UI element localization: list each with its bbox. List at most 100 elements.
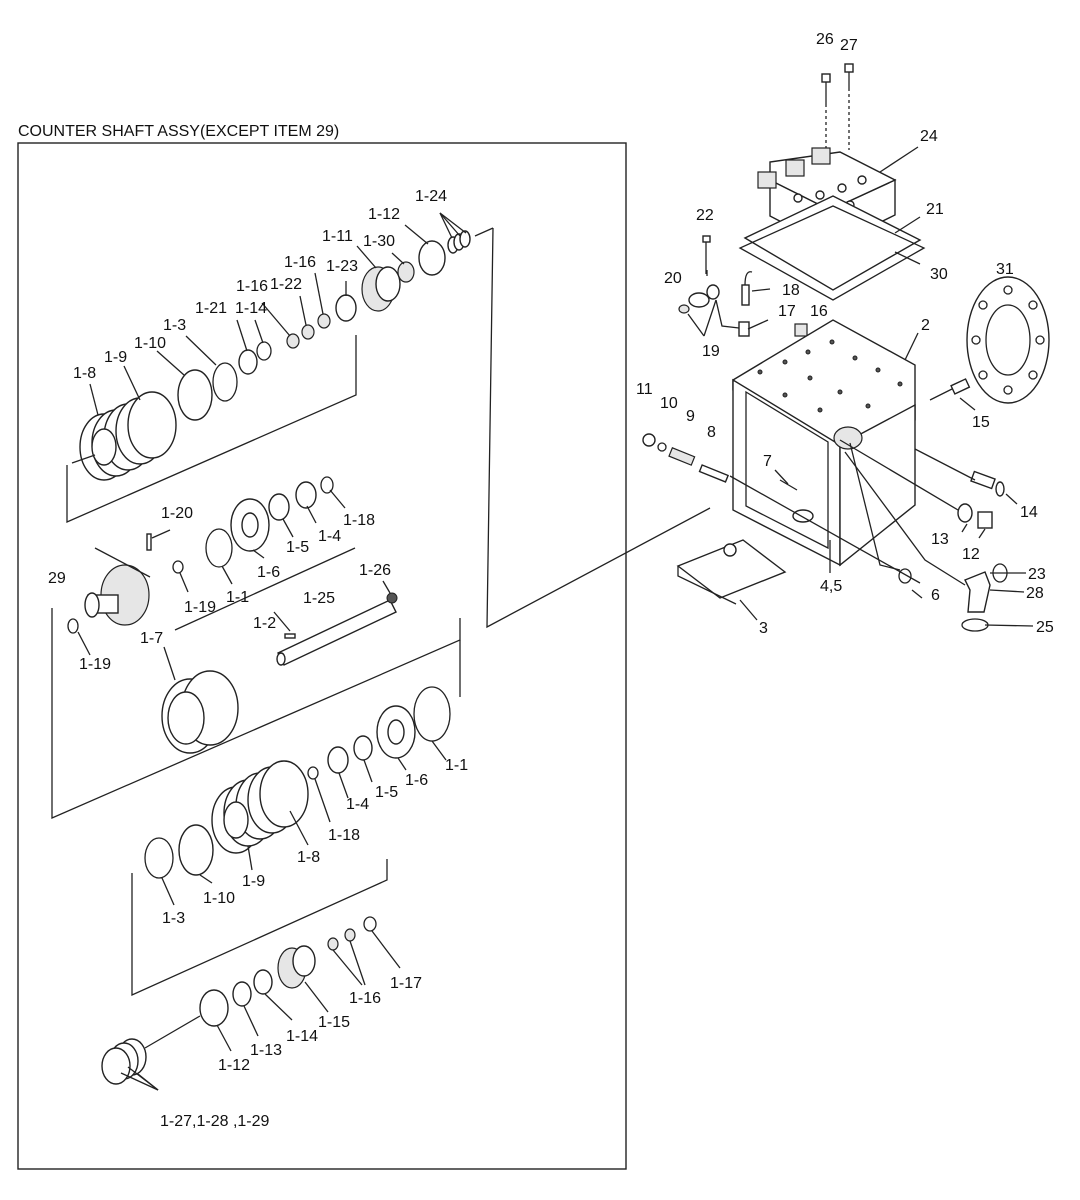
bolt-26	[821, 73, 831, 104]
elbow-28	[964, 571, 991, 613]
callout-1-7: 1-7	[140, 630, 163, 647]
bearing-1-22	[301, 324, 315, 340]
gear-1-11	[361, 266, 401, 312]
callout-1-24: 1-24	[415, 188, 447, 205]
callout-16: 16	[810, 303, 828, 320]
callout-1-20: 1-20	[161, 505, 193, 522]
pin-1-2	[284, 633, 296, 639]
callout-13: 13	[931, 531, 949, 548]
callout-1-6-a: 1-6	[257, 564, 280, 581]
callout-1-1-a: 1-1	[226, 589, 249, 606]
callout-15: 15	[972, 414, 990, 431]
callout-1-21: 1-21	[195, 300, 227, 317]
callout-21: 21	[926, 201, 944, 218]
washer-1-4-upper	[295, 481, 317, 509]
callout-1-9-a: 1-9	[104, 349, 127, 366]
counter-shaft-parts	[67, 230, 471, 1085]
shims-1-27-28-29	[101, 1038, 147, 1085]
part-1-30	[397, 261, 415, 283]
callout-1-8-a: 1-8	[73, 365, 96, 382]
callout-1-14-a: 1-14	[235, 300, 267, 317]
callout-27: 27	[840, 37, 858, 54]
fitting-19	[678, 304, 690, 314]
callout-20: 20	[664, 270, 682, 287]
callout-1-6-b: 1-6	[405, 772, 428, 789]
callout-4-5: 4,5	[820, 578, 842, 595]
ring-1-19-b	[67, 618, 79, 634]
ball-11	[642, 433, 656, 447]
callout-1-17: 1-17	[390, 975, 422, 992]
callout-1-8-b: 1-8	[297, 849, 320, 866]
transmission-case-2	[732, 319, 916, 567]
drum-1-7	[161, 670, 239, 754]
ring-1-18-upper	[320, 476, 334, 494]
callout-1-16-c: 1-16	[349, 990, 381, 1007]
gear-29	[84, 564, 150, 626]
callout-25: 25	[1036, 619, 1054, 636]
callout-1-19-a: 1-19	[184, 599, 216, 616]
strainer-3	[676, 539, 787, 605]
callout-31: 31	[996, 261, 1014, 278]
callout-1-15: 1-15	[318, 1014, 350, 1031]
bearing-1-12-upper	[418, 240, 446, 276]
callout-1-16-b: 1-16	[236, 278, 268, 295]
callout-1-12-a: 1-12	[368, 206, 400, 223]
ring-1-14-lower	[253, 969, 273, 995]
clutch-pack-lower	[211, 760, 309, 854]
callout-14: 14	[1020, 504, 1038, 521]
callout-6: 6	[931, 587, 940, 604]
counter-shaft-assy-title: COUNTER SHAFT ASSY(EXCEPT ITEM 29)	[18, 123, 339, 140]
race-1-5-lower	[353, 735, 373, 761]
ring-1-1-lower	[413, 686, 451, 742]
sleeve-20	[688, 284, 720, 308]
callout-1-18-b: 1-18	[328, 827, 360, 844]
bolt-22	[702, 235, 711, 274]
ring-1-18-lower	[307, 766, 319, 780]
bearing-1-16-lower-b	[344, 928, 356, 942]
bearing-1-16	[286, 333, 300, 349]
pin-7	[779, 479, 798, 491]
ring-1-1-upper	[205, 528, 233, 568]
callout-labels: 26 27 24 22 21 30 31 20 18 17 16 2 19 11…	[48, 31, 1054, 1130]
bearing-1-16b	[317, 313, 331, 329]
callout-1-4-a: 1-4	[318, 528, 341, 545]
callout-19: 19	[702, 343, 720, 360]
callout-1-27-28-29: 1-27,1-28 ,1-29	[160, 1113, 270, 1130]
callout-9: 9	[686, 408, 695, 425]
pin-15	[950, 378, 971, 395]
sleeve-13	[957, 503, 973, 523]
callout-2: 2	[921, 317, 930, 334]
callout-3: 3	[759, 620, 768, 637]
callout-11: 11	[636, 381, 653, 398]
case-leader-lines	[687, 146, 1034, 627]
clutch-pack-upper	[79, 391, 177, 481]
callout-1-30: 1-30	[363, 233, 395, 250]
callout-29: 29	[48, 570, 66, 587]
plug-1-26	[386, 592, 398, 604]
gasket-31	[966, 276, 1050, 404]
bolt-27	[844, 63, 854, 88]
pin-1-20	[146, 533, 152, 551]
ring-10	[657, 442, 667, 452]
gear-1-15	[277, 945, 316, 989]
fitting-17	[738, 321, 750, 337]
pin-8	[698, 464, 730, 483]
counter-shaft-guide-lines	[51, 227, 711, 1091]
callout-1-26: 1-26	[359, 562, 391, 579]
callout-1-18-a: 1-18	[343, 512, 375, 529]
callout-17: 17	[778, 303, 796, 320]
callout-1-10-b: 1-10	[203, 890, 235, 907]
callout-1-9-b: 1-9	[242, 873, 265, 890]
callout-1-13: 1-13	[250, 1042, 282, 1059]
gasket-30	[738, 205, 926, 301]
plate-1-10-lower	[178, 824, 214, 876]
snap-ring-1-3-lower	[144, 837, 174, 879]
callout-1-16-a: 1-16	[284, 254, 316, 271]
counter-shaft-assy-frame	[17, 142, 627, 1170]
callout-1-14-b: 1-14	[286, 1028, 318, 1045]
plate-21	[743, 195, 922, 291]
callout-1-2: 1-2	[253, 615, 276, 632]
washer-1-21	[238, 349, 258, 375]
ring-1-13	[232, 981, 252, 1007]
bearing-1-12-lower	[199, 989, 229, 1027]
